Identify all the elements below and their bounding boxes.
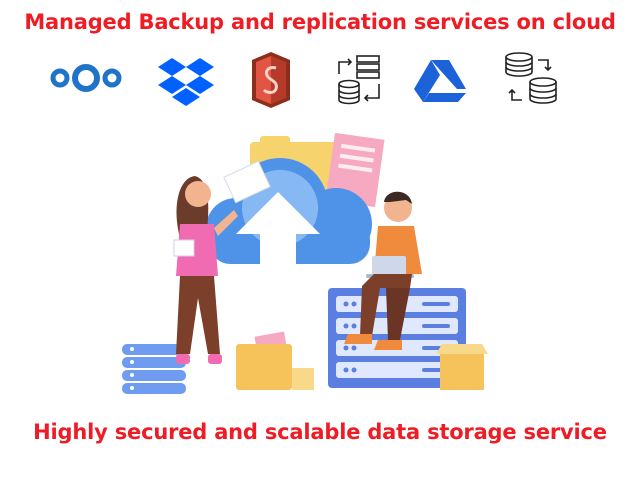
disk-stack <box>122 344 186 394</box>
database-replication-icon <box>505 52 557 104</box>
upload-arrow-icon <box>236 192 320 266</box>
dropbox-icon <box>158 58 214 106</box>
open-folder <box>236 331 314 390</box>
server-database-sync-icon <box>338 55 380 105</box>
cardboard-box <box>436 344 488 390</box>
amazon-s3-icon <box>252 52 290 108</box>
google-drive-icon <box>414 60 466 102</box>
page-title: Managed Backup and replication services … <box>24 10 616 34</box>
tagline: Highly secured and scalable data storage… <box>33 420 607 444</box>
service-logo-row <box>0 52 640 108</box>
man-figure <box>344 191 422 350</box>
cloud-upload-illustration <box>122 132 488 394</box>
document-sheet <box>223 160 271 204</box>
nextcloud-icon <box>50 64 122 92</box>
woman-figure <box>173 176 238 364</box>
